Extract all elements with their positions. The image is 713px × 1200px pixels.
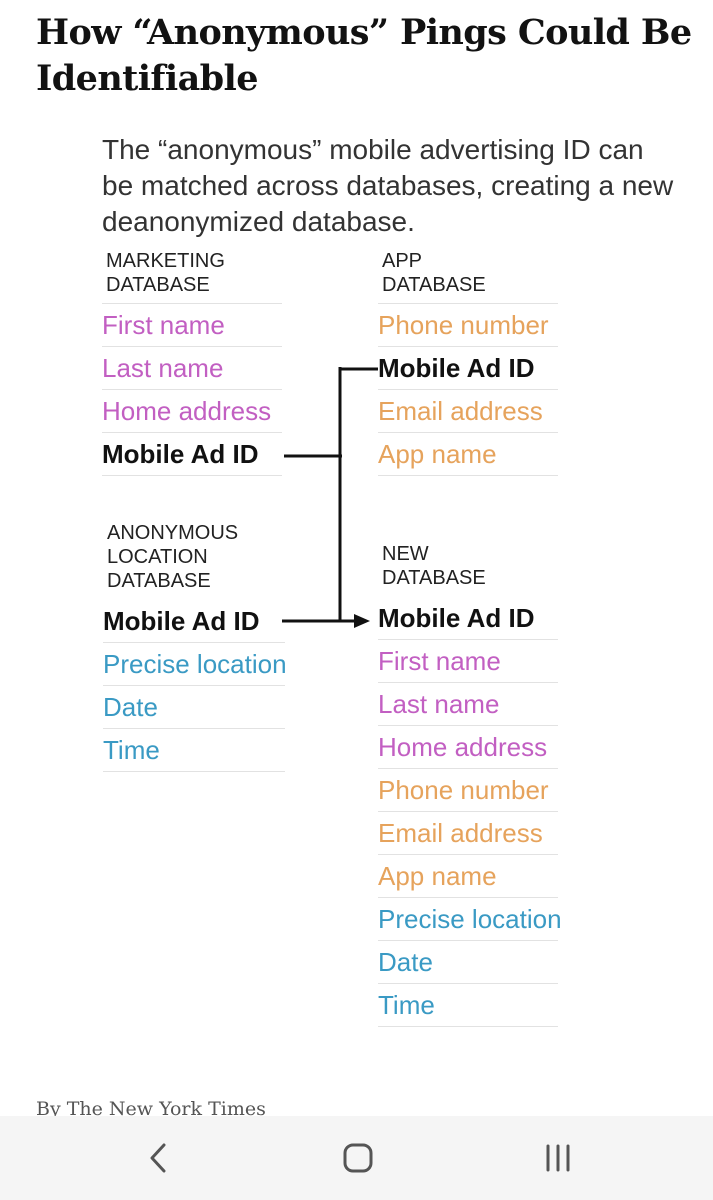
system-nav-bar (0, 1116, 713, 1200)
app-field-mobile-ad-id: Mobile Ad ID (378, 347, 558, 390)
new-field-home-address: Home address (378, 726, 558, 769)
new-field-date: Date (378, 941, 558, 984)
location-db-fields: Mobile Ad ID Precise location Date Time (103, 600, 287, 772)
marketing-db-title: MARKETING DATABASE (106, 249, 225, 297)
new-field-email-address: Email address (378, 812, 558, 855)
new-field-app-name: App name (378, 855, 558, 898)
location-field-time: Time (103, 729, 285, 772)
app-db-title-line1: APP (382, 250, 423, 272)
new-field-mobile-ad-id: Mobile Ad ID (378, 597, 558, 640)
home-button[interactable] (323, 1132, 393, 1184)
new-db-title: NEW DATABASE (382, 542, 486, 590)
app-field-phone-number: Phone number (378, 303, 558, 347)
marketing-field-first-name: First name (102, 303, 282, 347)
new-db-title-line2: DATABASE (382, 567, 486, 589)
app-db-title: APP DATABASE (382, 249, 486, 297)
location-field-mobile-ad-id: Mobile Ad ID (103, 600, 285, 643)
app-db-title-line2: DATABASE (382, 274, 486, 296)
marketing-field-last-name: Last name (102, 347, 282, 390)
location-field-date: Date (103, 686, 285, 729)
location-field-precise-location: Precise location (103, 643, 287, 686)
new-field-precise-location: Precise location (378, 898, 562, 941)
recent-apps-icon (546, 1144, 570, 1172)
home-square-icon (343, 1143, 373, 1173)
recent-apps-button[interactable] (523, 1132, 593, 1184)
connector-arrowhead (354, 614, 370, 628)
marketing-db-title-line1: MARKETING (106, 250, 225, 272)
location-db-title: ANONYMOUS LOCATION DATABASE (107, 521, 238, 593)
new-field-first-name: First name (378, 640, 558, 683)
marketing-db-fields: First name Last name Home address Mobile… (102, 303, 282, 476)
location-db-title-line1: ANONYMOUS (107, 522, 239, 544)
app-field-app-name: App name (378, 433, 558, 476)
new-field-phone-number: Phone number (378, 769, 558, 812)
app-field-email-address: Email address (378, 390, 558, 433)
back-button[interactable] (124, 1132, 194, 1184)
byline: By The New York Times (36, 1098, 266, 1116)
new-db-fields: Mobile Ad ID First name Last name Home a… (378, 597, 562, 1027)
new-field-time: Time (378, 984, 558, 1027)
app-db-fields: Phone number Mobile Ad ID Email address … (378, 303, 558, 476)
new-field-last-name: Last name (378, 683, 558, 726)
marketing-db-title-line2: DATABASE (106, 274, 210, 296)
headline: How “Anonymous” Pings Could Be Identifia… (36, 12, 692, 99)
chevron-left-icon (150, 1143, 166, 1173)
location-db-title-line2: LOCATION (107, 546, 208, 568)
new-db-title-line1: NEW (382, 543, 429, 565)
location-db-title-line3: DATABASE (107, 570, 211, 592)
intro-text: The “anonymous” mobile advertising ID ca… (102, 134, 674, 237)
marketing-field-home-address: Home address (102, 390, 282, 433)
marketing-field-mobile-ad-id: Mobile Ad ID (102, 433, 282, 476)
